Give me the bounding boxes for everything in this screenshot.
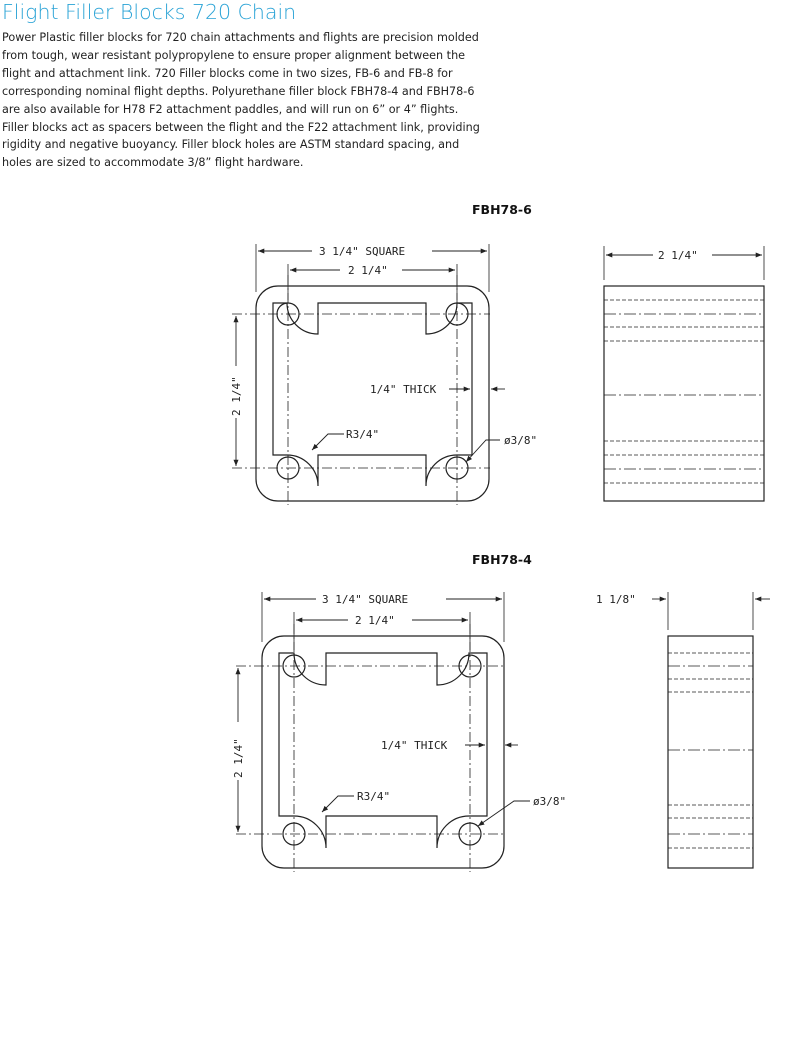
intro-paragraph: Power Plastic filler blocks for 720 chai… [2,31,480,170]
fbh78-6-thick: 1/4" THICK [370,383,437,396]
fbh78-6-extension-lines [255,244,490,300]
page-title: Flight Filler Blocks 720 Chain [2,0,297,24]
figure-label-fbh78-4: FBH78-4 [472,552,532,567]
fbh78-4-dim-square: 3 1/4" SQUARE [322,593,408,606]
fbh78-6-outer-outline [255,285,490,502]
fbh78-6-dimension-lines [233,248,505,466]
fbh78-4-centerlines [236,624,506,872]
fbh78-4-thick: 1/4" THICK [381,739,448,752]
fbh78-4-outer-outline [261,635,505,869]
fbh78-4-dim-inner: 2 1/4" [355,614,395,627]
fbh78-6-dim-square: 3 1/4" SQUARE [319,245,405,258]
fbh78-6-dim-height: 2 1/4" [230,376,243,416]
fbh78-4-front-view [235,592,530,872]
fbh78-6-centerlines [232,275,490,505]
figure-label-fbh78-6: FBH78-6 [472,202,532,217]
fbh78-4-inner-cutout [278,652,488,849]
fbh78-6-side-view [603,246,765,502]
fbh78-4-side-view [652,592,770,869]
fbh78-4-extension-lines [261,592,505,650]
fbh78-4-dimension-lines [235,596,530,832]
fbh78-6-front-view [232,244,505,505]
fbh78-6-radius: R3/4" [346,428,379,441]
fbh78-4-hole-dia: ø3/8" [533,795,566,808]
fbh78-6-side-width: 2 1/4" [658,249,698,262]
fbh78-6-dim-inner: 2 1/4" [348,264,388,277]
fbh78-6-hole-dia: ø3/8" [504,434,537,447]
fbh78-4-radius: R3/4" [357,790,390,803]
fbh78-4-dim-height: 2 1/4" [232,738,245,778]
fbh78-4-side-width: 1 1/8" [596,593,636,606]
